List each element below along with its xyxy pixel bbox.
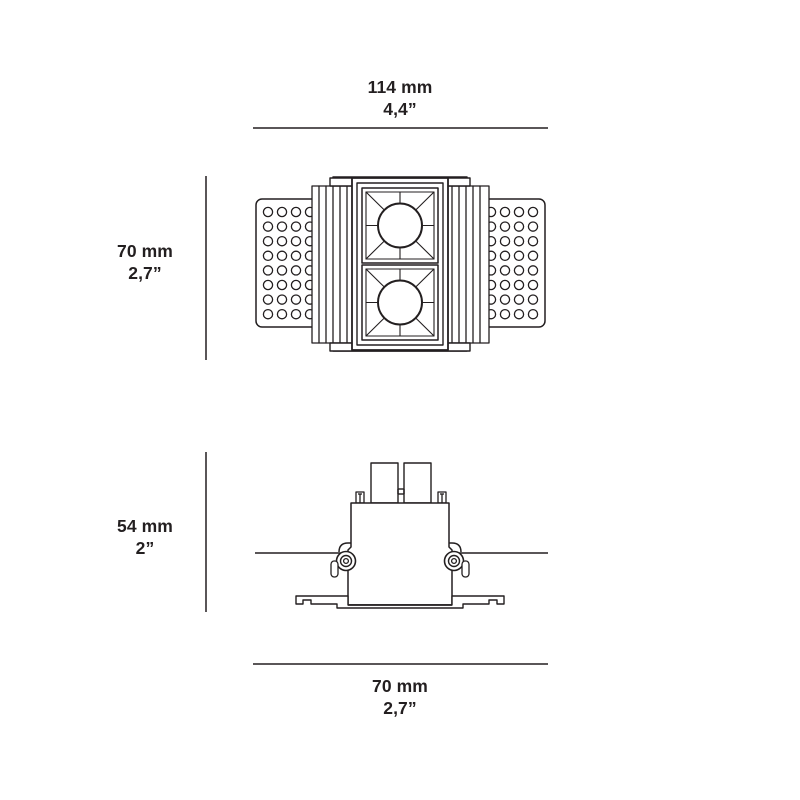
screw-inner-left xyxy=(342,557,350,565)
dimension-value-imperial: 2” xyxy=(135,538,155,559)
heatsink-fins-right xyxy=(444,185,490,344)
screw-inner-right xyxy=(450,557,458,565)
top-post-right xyxy=(403,462,432,504)
housing-body xyxy=(347,502,453,606)
dimension-label-height-bottom: 54 mm 2” xyxy=(85,515,205,560)
top-post-left xyxy=(370,462,399,504)
side-view-group xyxy=(255,462,548,609)
reflector-cell-upper xyxy=(361,187,439,264)
dimension-value-metric: 70 mm xyxy=(372,676,428,696)
spring-clip-left xyxy=(330,542,357,578)
dimension-value-metric: 54 mm xyxy=(117,516,173,536)
dimension-value-metric: 70 mm xyxy=(117,241,173,261)
dimension-label-height-top: 70 mm 2,7” xyxy=(85,240,205,285)
heatsink-fins-left xyxy=(311,185,357,344)
dimension-value-imperial: 2,7” xyxy=(383,698,417,719)
dimension-label-width-bottom: 70 mm 2,7” xyxy=(300,675,500,720)
dimension-label-width-top: 114 mm 4,4” xyxy=(300,76,500,121)
dimension-value-imperial: 4,4” xyxy=(383,99,417,120)
dimension-lines xyxy=(205,127,548,665)
spring-clip-right xyxy=(443,542,470,578)
front-view-group xyxy=(255,176,546,352)
bottom-flange xyxy=(295,595,505,609)
reflector-cell-lower xyxy=(361,264,439,341)
dimension-value-imperial: 2,7” xyxy=(128,263,162,284)
clip-tab-left xyxy=(330,560,339,578)
top-posts xyxy=(370,462,432,504)
clip-tab-right xyxy=(461,560,470,578)
dimension-value-metric: 114 mm xyxy=(367,77,433,97)
